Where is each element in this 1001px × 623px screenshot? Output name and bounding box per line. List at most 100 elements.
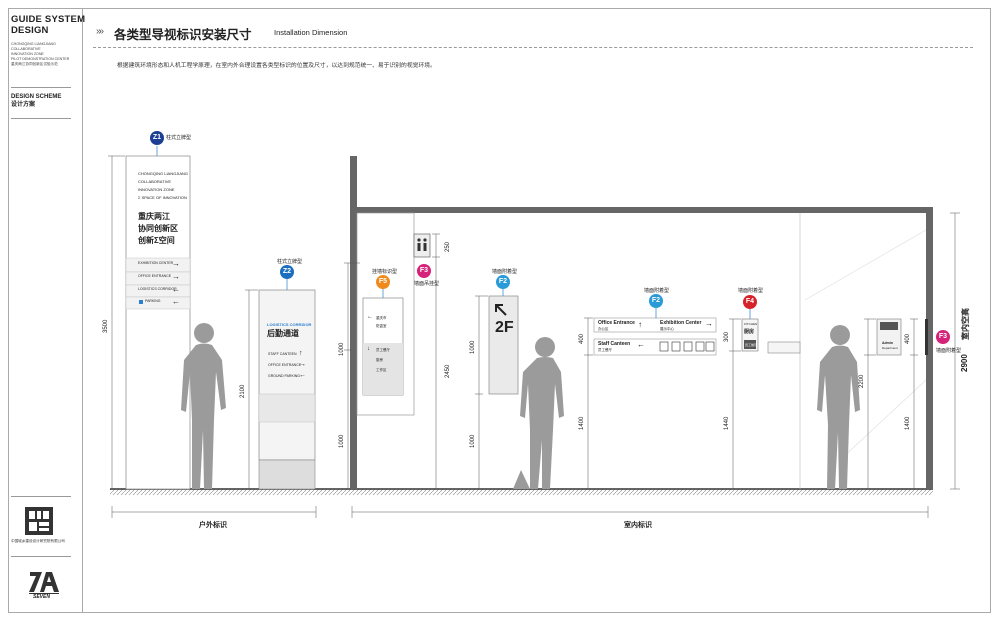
glass-reflection — [839, 379, 927, 461]
z1-cn-line: 创新Σ空间 — [138, 236, 175, 245]
arrow-down-icon: ↓ — [367, 346, 370, 352]
z1-cn-title: 重庆两江 协同创新区 创新Σ空间 — [138, 211, 178, 247]
room-height-label: 室内空高 — [961, 308, 970, 340]
wall-exhibition-label: Exhibition Center — [660, 320, 702, 326]
z2-title-en: LOGISTICS CORRIDOR — [267, 322, 312, 327]
z1-cn-line: 协同创新区 — [138, 224, 178, 233]
intro-text: 根据建筑环境形态和人机工程学原理，在室内外合理设置各类型标识的位置及尺寸，以达到… — [117, 63, 436, 69]
arrow-right-icon: → — [705, 319, 713, 328]
sidebar-divider — [11, 556, 71, 557]
page-frame — [8, 8, 991, 613]
dim-label: 1000 — [339, 342, 345, 356]
badge-label: 墙面附着型 — [936, 348, 962, 354]
wall-panel — [356, 212, 415, 416]
f5-row-label: 重庆市 — [376, 316, 387, 320]
sidebar-subtitle: CHONGQING LIANGJIANG COLLABORATIVE INNOV… — [11, 42, 75, 67]
dim-label: 2450 — [445, 364, 451, 378]
header-arrow-icon: »» — [96, 26, 104, 37]
arrow-right-icon: → — [172, 272, 180, 281]
logo2-text: SEVEN — [33, 594, 50, 600]
badge-f3: F3 — [936, 330, 950, 344]
sidebar-scheme: DESIGN SCHEME 设计方案 — [11, 93, 61, 109]
person-silhouette — [817, 325, 860, 489]
wall-staff-cn: 员工餐厅 — [598, 348, 612, 352]
building-wall-left — [350, 156, 357, 489]
logo-caption: 中国城乡建设设计研究院有限公司 — [11, 539, 65, 543]
sidebar-subtitle-line: INNOVATION ZONE — [11, 52, 44, 56]
z1-en-line: Σ SPACE OF INNOVATION — [138, 195, 187, 200]
badge-label: 墙面附着型 — [644, 288, 670, 294]
z1-row-label: LOGISTICS CORRIDOR — [138, 287, 177, 291]
z1-en-title: CHONGQING LIANGJIANG COLLABORATIVE INNOV… — [138, 170, 188, 202]
z2-title-cn: 后勤通道 — [267, 329, 299, 338]
badge-z1: Z1 — [150, 131, 164, 145]
z2-icon-area — [258, 393, 316, 423]
seven-logo-icon — [29, 572, 59, 594]
badge-f3: F3 — [417, 264, 431, 278]
indoor-label: 室内标识 — [624, 522, 652, 529]
dim-label: 1400 — [905, 416, 911, 430]
arrow-left-icon: ← — [172, 285, 180, 294]
sidebar-subtitle-line: CHONGQING LIANGJIANG COLLABORATIVE — [11, 42, 56, 51]
up-left-arrow-icon — [495, 304, 507, 316]
arrow-up-icon: ↑ — [638, 320, 642, 329]
f4-sub: 员工餐厅 — [745, 343, 758, 347]
arrow-left-icon: ← — [299, 372, 306, 379]
wall-plate — [925, 319, 928, 355]
sidebar-divider — [11, 496, 71, 497]
glass-reflection — [804, 229, 927, 301]
badge-f4: F4 — [743, 295, 757, 309]
badge-f5: F5 — [376, 275, 390, 289]
sidebar-divider — [11, 118, 71, 119]
sidebar-subtitle-line: 重庆两江协同创新区试验示范 — [11, 62, 58, 66]
admin-en: Admin — [882, 341, 893, 345]
company-logo-icon — [25, 507, 53, 535]
z2-base — [258, 459, 316, 490]
badge-label: 柱式立牌型 — [166, 135, 192, 141]
dim-label: 1000 — [470, 434, 476, 448]
badge-label: 挂墙标识型 — [372, 269, 398, 275]
dim-label: 400 — [905, 333, 911, 344]
wall-staff-label: Staff Canteen — [598, 341, 631, 347]
ceiling-slab — [350, 207, 933, 213]
wall-sign-top — [593, 317, 717, 333]
f5-row-label: 防盗室 — [376, 324, 387, 328]
z1-row-label: OFFICE ENTRANCE — [138, 274, 172, 278]
person-silhouette — [513, 337, 564, 489]
dim-label: 400 — [579, 333, 585, 344]
outdoor-label: 户外标识 — [199, 522, 227, 529]
z2-row-label: OFFICE ENTRANCE — [268, 363, 302, 367]
wall-exhibition-cn: 展示中心 — [660, 327, 674, 331]
f4-cn: 厨房 — [744, 329, 755, 335]
dim-label: 1400 — [579, 416, 585, 430]
sidebar-divider — [11, 87, 71, 88]
arrow-left-icon: ← — [367, 314, 373, 320]
arrow-left-icon: ← — [172, 297, 180, 306]
admin-sub: Department — [882, 346, 898, 350]
dim-label: 300 — [724, 331, 730, 342]
dim-label: 2100 — [240, 384, 246, 398]
page-title: 各类型导视标识安装尺寸 — [114, 28, 252, 42]
z2-row-label: STAFF CANTEEN — [268, 352, 297, 356]
arrow-left-icon: ← — [637, 340, 645, 349]
badge-pointers — [156, 146, 751, 319]
z1-en-line: COLLABORATIVE — [138, 179, 172, 184]
floor-number: 2F — [495, 319, 514, 336]
z1-en-line: CHONGQING LIANGJIANG — [138, 171, 189, 176]
arrow-right-icon: → — [299, 361, 306, 368]
badge-label: 墙面附着型 — [738, 288, 764, 294]
dim-label: 250 — [445, 241, 451, 252]
f5-lower — [363, 343, 403, 395]
person-silhouette — [181, 323, 226, 489]
wall-office-label: Office Entrance — [598, 320, 635, 326]
badge-f2: F2 — [496, 275, 510, 289]
dimension-lines — [108, 155, 960, 518]
badge-label: 墙面附着型 — [492, 269, 518, 275]
header-rule — [93, 47, 973, 48]
sidebar-title-line1: GUIDE SYSTEM — [11, 14, 86, 25]
z1-totem — [125, 155, 191, 490]
sidebar — [8, 8, 83, 613]
dim-label: 1000 — [339, 434, 345, 448]
f4-en: KITCHEN — [744, 322, 758, 326]
badge-label: 墙面吊挂型 — [414, 281, 440, 287]
